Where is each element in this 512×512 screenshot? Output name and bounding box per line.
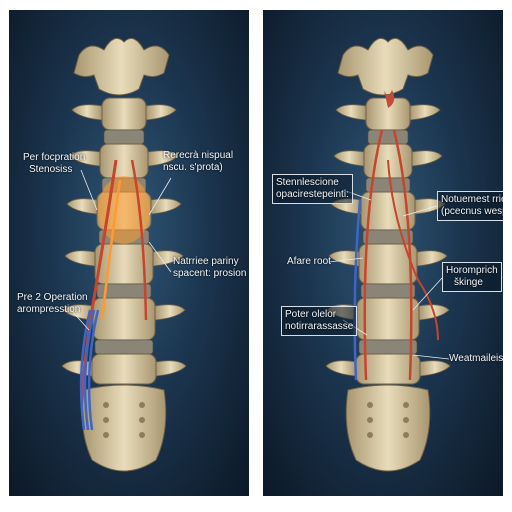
sacral-foramen <box>103 417 109 423</box>
vertebral-body <box>358 243 418 285</box>
label-recess: Rerecrà nispual nscu. s'prota) <box>163 150 234 173</box>
transverse-process-left <box>325 360 357 377</box>
sacral-foramen <box>403 402 409 408</box>
blood-vessel <box>353 199 362 381</box>
transverse-process-right <box>416 250 448 267</box>
spinal-nerve <box>130 159 148 321</box>
transverse-process-right <box>419 360 451 377</box>
sacral-foramen <box>367 402 373 408</box>
transverse-process-left <box>62 304 94 321</box>
vertebral-body <box>91 353 157 385</box>
transverse-process-right <box>154 304 186 321</box>
nerve-root <box>387 159 439 341</box>
sacral-foramen <box>139 432 145 438</box>
intervertebral-disc <box>358 339 418 355</box>
label-fusion: Horomprich škinge <box>442 262 502 292</box>
leader-line <box>148 241 172 273</box>
intervertebral-disc <box>94 339 154 355</box>
leader-line <box>80 169 98 211</box>
vertebra-top <box>73 37 170 96</box>
label-nerve-root: Afare root <box>287 256 331 267</box>
leader-line <box>70 309 90 331</box>
sacral-foramen <box>403 417 409 423</box>
sacral-foramen <box>139 402 145 408</box>
transverse-process-left <box>69 150 101 167</box>
transverse-process-left <box>335 104 367 121</box>
transverse-process-right <box>147 150 179 167</box>
leader-line <box>328 257 364 263</box>
vertebra-top <box>337 37 434 96</box>
spinal-nerve <box>392 129 413 381</box>
transverse-process-right <box>145 104 177 121</box>
vertebral-body <box>99 143 149 179</box>
intervertebral-disc <box>103 129 145 145</box>
label-compression: Pre 2 Operation arompresstion <box>17 292 88 315</box>
label-posterior: Poter olelor notirrarassasse <box>281 306 358 336</box>
leader-line <box>148 177 172 216</box>
intervertebral-disc <box>362 229 414 245</box>
transverse-process-left <box>333 150 365 167</box>
vertebral-body <box>101 97 147 131</box>
blood-vessel <box>79 309 92 431</box>
decompressed-canal <box>384 90 395 108</box>
spinal-nerve <box>363 129 384 381</box>
transverse-process-left <box>66 198 98 215</box>
lumbar-spine-illustration-post <box>325 37 451 472</box>
sacral-foramen <box>367 432 373 438</box>
label-narrowing: Natrriee pariny spacent: prosion <box>173 256 247 279</box>
intervertebral-disc <box>367 129 409 145</box>
leader-line <box>412 354 450 360</box>
transverse-process-right <box>152 250 184 267</box>
compressed-nerve <box>100 179 122 321</box>
sacral-foramen <box>103 432 109 438</box>
leader-line <box>402 205 438 217</box>
lumbar-spine-illustration-pre <box>61 37 187 472</box>
transverse-process-right <box>150 198 182 215</box>
vertebral-body <box>356 297 420 341</box>
transverse-process-left <box>328 250 360 267</box>
blood-vessel <box>83 309 96 431</box>
sacrum <box>81 384 167 472</box>
label-wear: Weatmaileisste <box>449 353 503 364</box>
intervertebral-disc <box>360 283 416 299</box>
transverse-process-right <box>409 104 441 121</box>
label-decompression: Stennlescione opacirestepeinti: <box>272 174 353 204</box>
spinal-nerve <box>80 159 118 401</box>
transverse-process-right <box>411 150 443 167</box>
sacral-foramen <box>403 432 409 438</box>
label-stenosis: Per focpration Stenosiss <box>23 152 86 175</box>
sacral-foramen <box>139 417 145 423</box>
transverse-process-right <box>155 360 187 377</box>
transverse-process-left <box>61 360 93 377</box>
pre-operation-panel: Per focpration Stenosiss Rerecrà nispual… <box>9 10 249 496</box>
label-outcome: Notuemest rrie (pcecnus wespon) <box>437 191 503 221</box>
transverse-process-left <box>64 250 96 267</box>
leader-line <box>412 277 443 311</box>
sacral-foramen <box>367 417 373 423</box>
post-operation-panel: Stennlescione opacirestepeinti: Afare ro… <box>263 10 503 496</box>
blood-vessel <box>87 309 100 431</box>
sacrum <box>345 384 431 472</box>
transverse-process-left <box>71 104 103 121</box>
sacral-foramen <box>103 402 109 408</box>
